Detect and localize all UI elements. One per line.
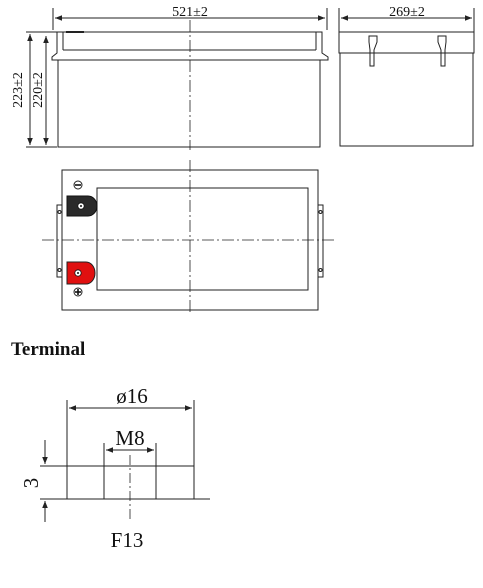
terminal-detail <box>40 400 210 522</box>
top-view <box>42 160 335 315</box>
container-height-label: 220±2 <box>31 72 46 108</box>
front-lid <box>51 31 329 61</box>
height-label: 3 <box>19 478 43 489</box>
lug-hole-right-bottom <box>318 268 323 272</box>
side-lid <box>338 31 475 54</box>
terminal-heading: Terminal <box>11 339 85 360</box>
top-inner-panel <box>96 187 309 291</box>
side-lug-left <box>56 204 63 278</box>
negative-terminal <box>66 180 98 217</box>
width-label: 269±2 <box>389 5 425 20</box>
length-label: 521±2 <box>172 5 208 20</box>
diameter-label: ø16 <box>116 384 148 408</box>
thread-label: M8 <box>115 426 144 450</box>
positive-terminal <box>66 261 96 297</box>
lug-hole-left-bottom <box>57 268 62 272</box>
handle-clip-left <box>368 35 378 67</box>
handle-clip-right <box>437 35 447 67</box>
terminal-type-label: F13 <box>111 528 144 552</box>
side-container <box>339 52 474 147</box>
side-view <box>338 8 475 147</box>
terminal-body <box>66 465 195 500</box>
side-lug-right <box>317 204 324 278</box>
front-view <box>26 8 329 150</box>
front-container <box>57 59 321 148</box>
lug-hole-left-top <box>57 210 62 214</box>
total-height-label: 223±2 <box>11 72 26 108</box>
lug-hole-right-top <box>318 210 323 214</box>
